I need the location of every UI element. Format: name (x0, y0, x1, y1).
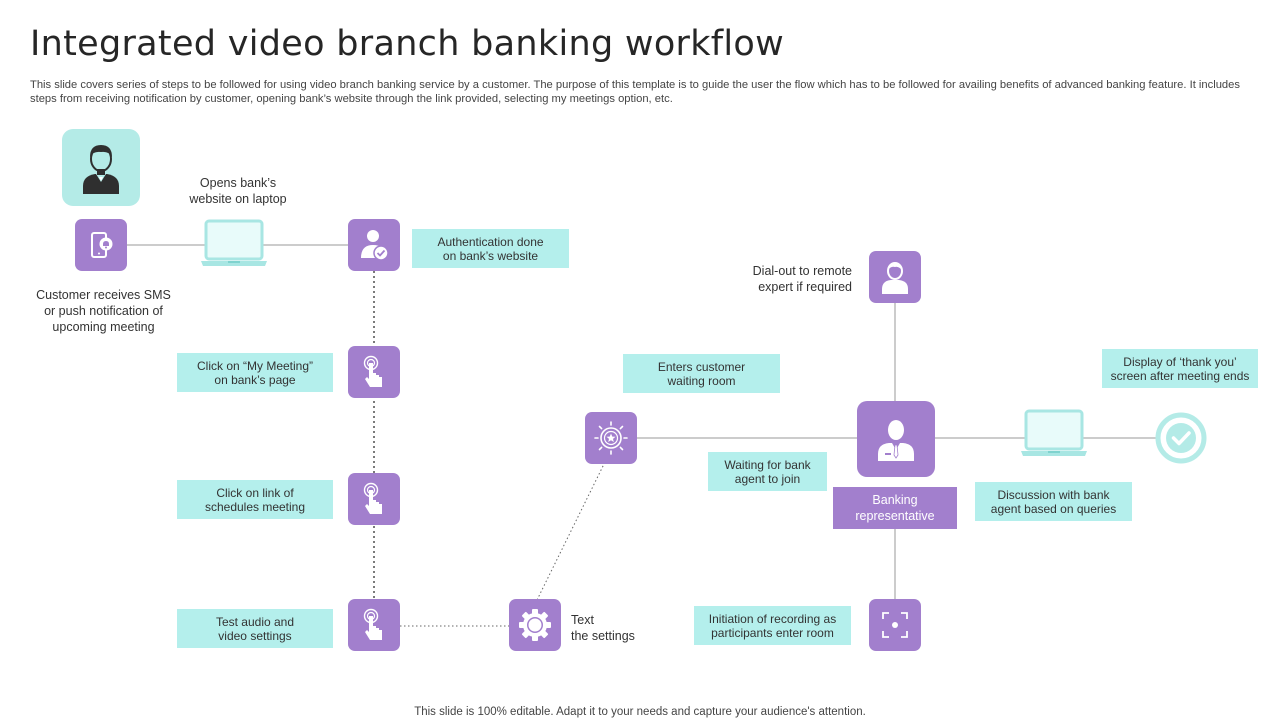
banking-representative-label: Banking representative (833, 487, 957, 529)
meeting-link-label: Click on link of schedules meeting (177, 480, 333, 519)
my-meeting-tile (348, 346, 400, 398)
opens-website-text: Opens bank’s website on laptop (189, 176, 287, 206)
remote-expert-tile (869, 251, 921, 303)
sms-notification-text: Customer receives SMS or push notificati… (36, 288, 171, 334)
badge-star-icon (594, 421, 628, 455)
business-person-icon (878, 420, 914, 461)
waiting-room-tile (585, 412, 637, 464)
person-icon (882, 262, 908, 294)
footer-note: This slide is 100% editable. Adapt it to… (414, 706, 866, 718)
tap-hand-icon (363, 482, 382, 514)
customer-avatar (62, 129, 140, 206)
thank-you-label: Display of ‘thank you’ screen after meet… (1102, 349, 1258, 388)
tap-hand-icon (363, 355, 382, 387)
settings-tile (509, 599, 561, 651)
phone-notification-icon (91, 232, 113, 258)
meeting-link-tile (348, 473, 400, 525)
authentication-tile (348, 219, 400, 271)
banking-representative-tile (857, 401, 935, 477)
audio-video-label: Test audio and video settings (177, 609, 333, 648)
user-verified-icon (361, 230, 389, 261)
dial-out-text: Dial-out to remote expert if required (752, 264, 852, 294)
authentication-label: Authentication done on bank’s website (412, 229, 569, 268)
record-focus-icon (882, 612, 908, 638)
recording-label: Initiation of recording as participants … (694, 606, 851, 645)
phone-notification-tile (75, 219, 127, 271)
my-meeting-label: Click on “My Meeting” on bank’s page (177, 353, 333, 392)
laptop-icon (1021, 409, 1087, 456)
audio-video-tile (348, 599, 400, 651)
recording-tile (869, 599, 921, 651)
page-title: Integrated video branch banking workflow (30, 24, 785, 64)
tap-hand-icon (363, 608, 382, 640)
discussion-label: Discussion with bank agent based on quer… (975, 482, 1132, 521)
person-avatar-icon (83, 144, 119, 194)
settings-text: Text the settings (571, 613, 635, 643)
waiting-agent-label: Waiting for bank agent to join (708, 452, 827, 491)
page-description: This slide covers series of steps to be … (30, 79, 1240, 105)
gear-icon (519, 609, 551, 641)
waiting-room-label: Enters customer waiting room (623, 354, 780, 393)
laptop-icon (201, 219, 267, 266)
check-circle-icon (1155, 412, 1207, 464)
